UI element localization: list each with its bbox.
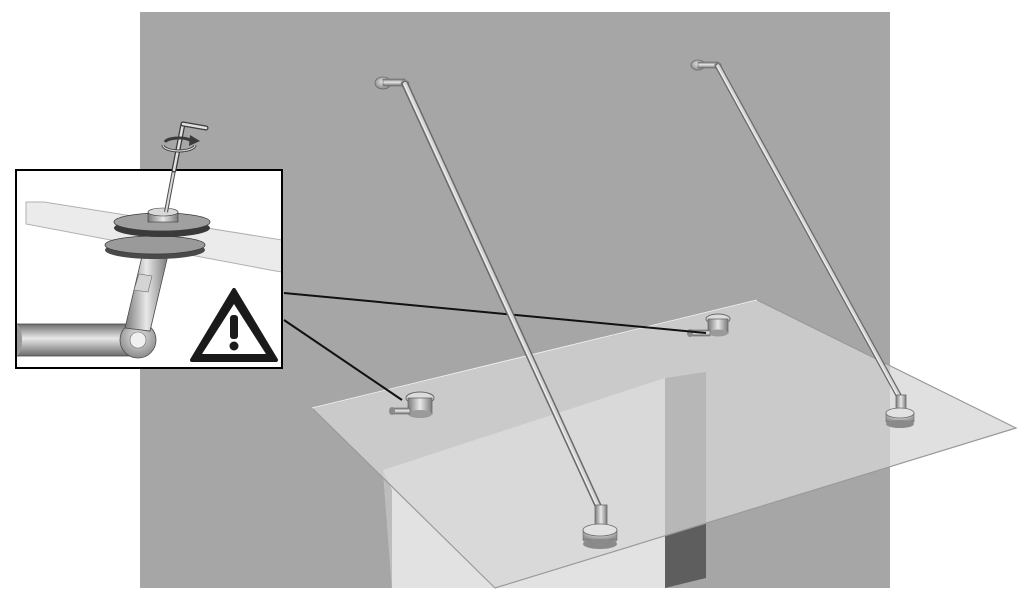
leader-line-left	[283, 319, 403, 401]
tension-rod-left	[401, 80, 604, 514]
detail-bolt-sleeve	[124, 251, 169, 332]
tension-rod-right	[715, 63, 903, 401]
detail-wall-tube	[17, 321, 157, 359]
detail-upper-washer	[113, 207, 211, 237]
detail-lower-washer	[104, 235, 206, 259]
glass-clamp-right	[885, 394, 915, 428]
glass-fitting-left	[389, 391, 435, 418]
glass-clamp-left	[582, 504, 618, 549]
rotate-arrow-icon	[161, 135, 200, 153]
warning-icon	[190, 288, 278, 362]
leader-line-right	[283, 292, 707, 334]
detail-callout	[15, 169, 283, 369]
allen-key-icon	[171, 121, 209, 173]
door-inner-shade	[383, 470, 392, 588]
